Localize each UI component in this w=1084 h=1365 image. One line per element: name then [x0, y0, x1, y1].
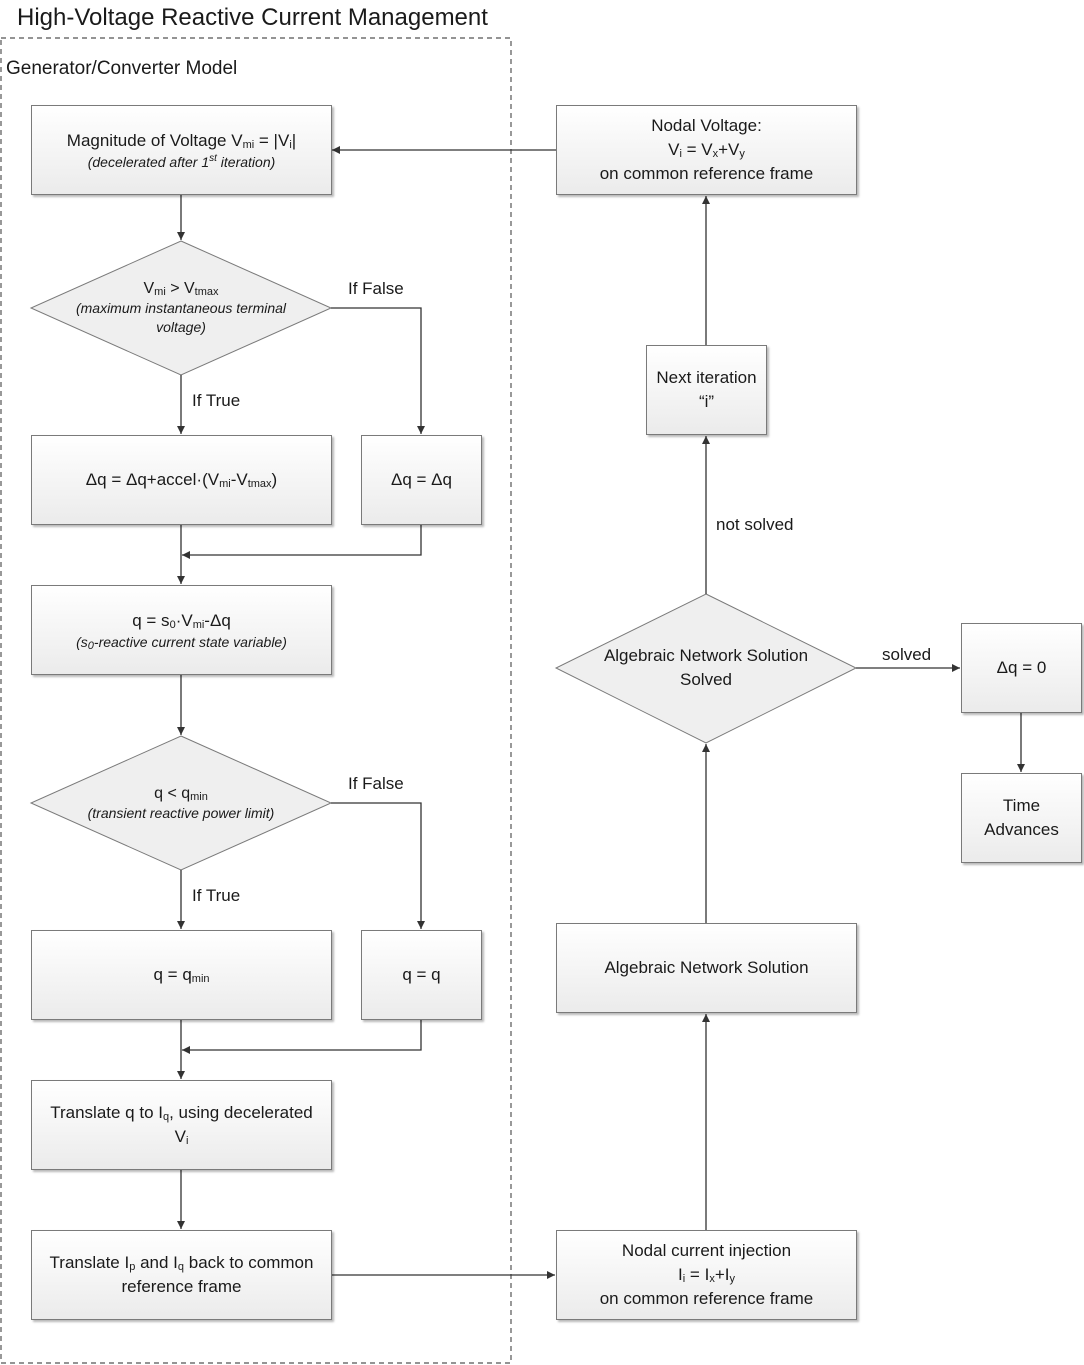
edge-label-if-true-1: If True [192, 391, 241, 410]
arrow-dec2-false [331, 802, 425, 929]
arrow-dqsame-merge [182, 525, 422, 559]
edge-label-if-false-1: If False [348, 279, 404, 298]
nodal-current-injection-box: Nodal current injection Ii = Ix+Iy on co… [556, 1230, 857, 1320]
q-unchanged-box: q = q [361, 930, 482, 1020]
arrow-dec1-false [331, 307, 425, 434]
translate-back-box: Translate Ip and Iq back to common refer… [31, 1230, 332, 1320]
nodal-voltage-box: Nodal Voltage: Vi = Vx+Vy on common refe… [556, 105, 857, 195]
decision-q-lt-qmin: q < qmin (transient reactive power limit… [87, 784, 275, 821]
q-calculation-box: q = s0·Vmi-Δq (s0-reactive current state… [31, 585, 332, 675]
time-advances-box: Time Advances [961, 773, 1082, 863]
q-equals-qmin-box: q = qmin [31, 930, 332, 1020]
delta-q-unchanged-box: Δq = Δq [361, 435, 482, 525]
group-boundary [0, 37, 512, 1364]
diagram-title: High-Voltage Reactive Current Management [17, 4, 488, 31]
magnitude-of-voltage-box: Magnitude of Voltage Vmi = |Vi| (deceler… [31, 105, 332, 195]
delta-q-accel-box: Δq = Δq+accel·(Vmi-Vtmax) [31, 435, 332, 525]
delta-q-zero-box: Δq = 0 [961, 623, 1082, 713]
edge-label-not-solved: not solved [716, 515, 794, 534]
arrow-qsame-merge [182, 1020, 422, 1054]
translate-q-to-iq-box: Translate q to Iq, using decelerated Vi [31, 1080, 332, 1170]
next-iteration-box: Next iteration “i” [646, 345, 767, 435]
decision-vmi-gt-vtmax: Vmi > Vtmax (maximum instantaneous termi… [75, 280, 287, 335]
algebraic-network-solution-box: Algebraic Network Solution [556, 923, 857, 1013]
decision-diamond-3 [554, 593, 858, 744]
group-label: Generator/Converter Model [6, 58, 238, 79]
edge-label-if-true-2: If True [192, 886, 241, 905]
edge-label-if-false-2: If False [348, 774, 404, 793]
decision-network-solved: Algebraic Network Solution Solved [603, 646, 809, 689]
edge-label-solved: solved [882, 645, 932, 664]
